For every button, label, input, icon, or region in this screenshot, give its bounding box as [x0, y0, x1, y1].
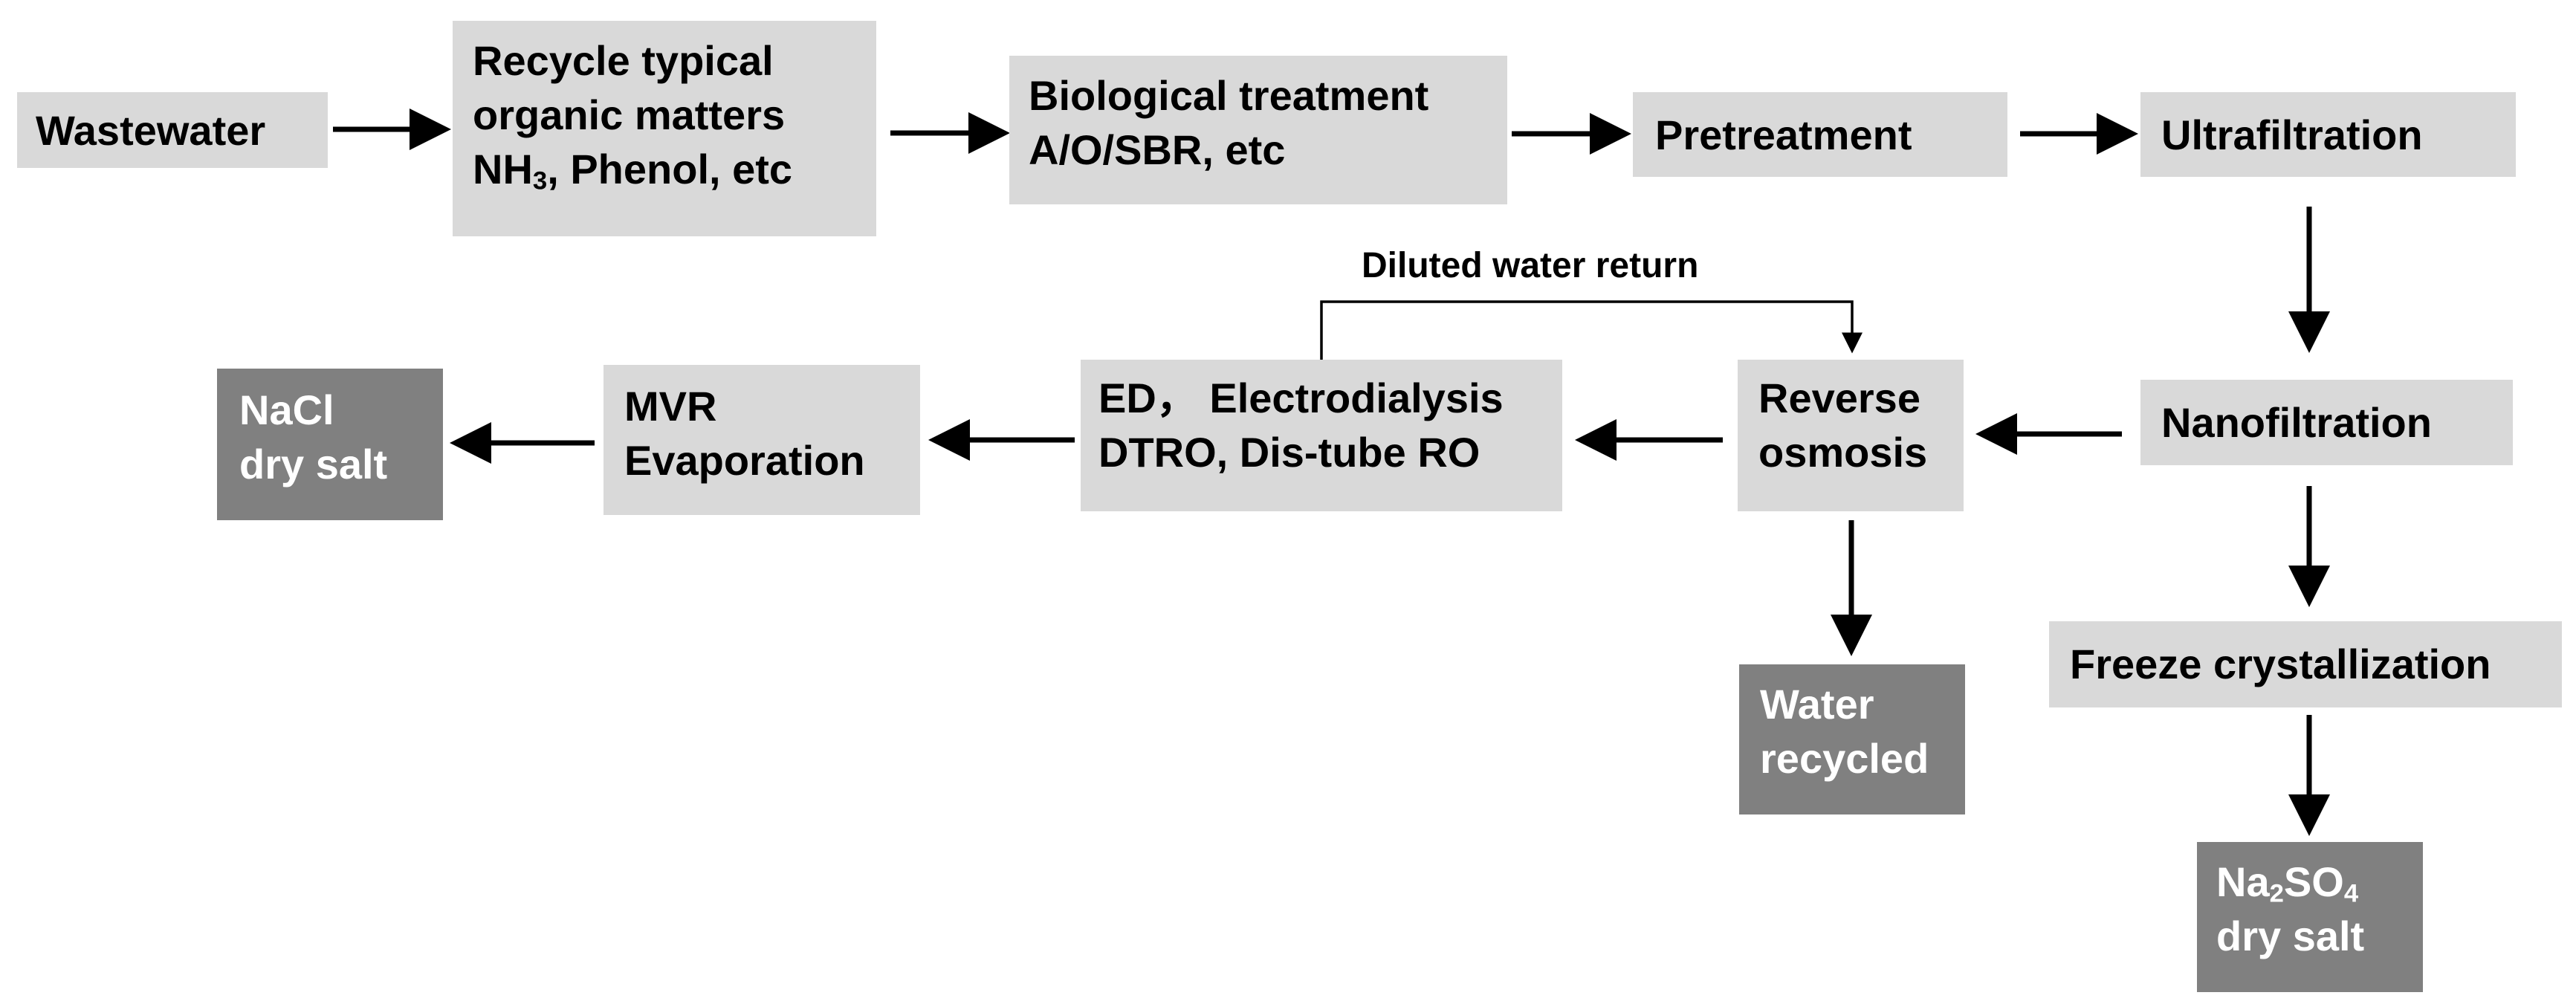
node-recycle-line3: NH3, Phenol, etc [473, 143, 876, 197]
node-freeze-crystallization: Freeze crystallization [2049, 621, 2562, 707]
node-ultrafiltration: Ultrafiltration [2140, 92, 2516, 177]
node-nacl-line2: dry salt [239, 440, 388, 488]
node-recycle-line2: organic matters [473, 91, 786, 138]
phenol-text: , Phenol, etc [547, 145, 793, 192]
node-nanofiltration: Nanofiltration [2140, 380, 2513, 465]
node-recycle-organics: Recycle typical organic matters NH3, Phe… [453, 21, 876, 236]
diluted-water-return-label: Diluted water return [1362, 246, 1699, 285]
node-mvr-line2: Evaporation [624, 436, 865, 484]
node-na2so4-dry-salt: Na2SO4 dry salt [2197, 842, 2423, 992]
diluted-water-return-line [1320, 300, 1863, 361]
na-text: Na [2216, 858, 2270, 905]
node-mvr-evaporation: MVR Evaporation [603, 365, 920, 515]
node-wastewater: Wastewater [17, 92, 328, 168]
node-ed-line1: ED， Electrodialysis [1098, 375, 1504, 421]
node-ed-line2: DTRO, Dis-tube RO [1098, 428, 1480, 476]
node-biological-line2: A/O/SBR, etc [1029, 126, 1286, 173]
node-na2so4-line2: dry salt [2216, 912, 2365, 959]
nh-subscript: 3 [532, 166, 548, 195]
so-text: SO [2283, 858, 2344, 905]
node-nanofiltration-label: Nanofiltration [2161, 399, 2432, 446]
node-reverse-osmosis: Reverse osmosis [1738, 360, 1964, 511]
node-water-recycled: Water recycled [1739, 664, 1965, 814]
node-ultrafiltration-label: Ultrafiltration [2161, 111, 2423, 158]
na-subscript: 2 [2269, 879, 2284, 908]
nh-text: NH [473, 145, 533, 192]
node-water-line2: recycled [1760, 734, 1929, 782]
node-mvr-line1: MVR [624, 383, 717, 430]
node-water-line1: Water [1760, 681, 1874, 728]
node-biological-treatment: Biological treatment A/O/SBR, etc [1009, 56, 1507, 204]
node-reverse-osmosis-line1: Reverse [1758, 375, 1920, 421]
node-ed-dtro: ED， Electrodialysis DTRO, Dis-tube RO [1081, 360, 1562, 511]
node-freeze-label: Freeze crystallization [2070, 641, 2491, 687]
node-nacl-line1: NaCl [239, 386, 334, 433]
node-na2so4-line1: Na2SO4 [2216, 855, 2423, 910]
node-pretreatment-label: Pretreatment [1655, 111, 1912, 158]
so-subscript: 4 [2343, 879, 2359, 908]
node-recycle-line1: Recycle typical [473, 37, 774, 84]
node-nacl-dry-salt: NaCl dry salt [217, 369, 443, 520]
node-pretreatment: Pretreatment [1633, 92, 2007, 177]
node-reverse-osmosis-line2: osmosis [1758, 428, 1928, 476]
node-biological-line1: Biological treatment [1029, 72, 1429, 119]
node-wastewater-label: Wastewater [36, 107, 266, 154]
